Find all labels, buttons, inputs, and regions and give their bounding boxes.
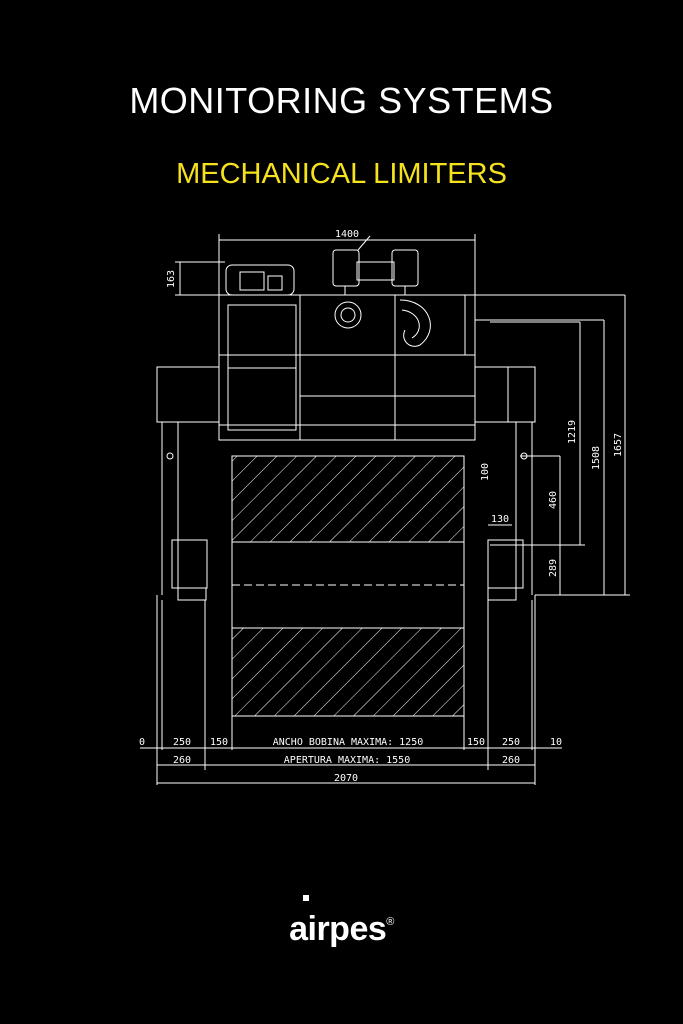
page-subtitle: MECHANICAL LIMITERS	[176, 158, 507, 190]
dim-row2-center: APERTURA MAXIMA: 1550	[284, 755, 410, 766]
brand-name: airpes	[289, 910, 387, 948]
dim-1508: 1508	[591, 446, 602, 470]
dim-row1-center: ANCHO BOBINA MAXIMA: 1250	[273, 737, 424, 748]
dim-1219: 1219	[567, 420, 578, 444]
dim-100: 100	[480, 463, 491, 481]
dim-row1-150-right: 150	[467, 737, 485, 748]
dim-1400: 1400	[335, 229, 359, 240]
logo-dot	[303, 895, 309, 901]
dim-460: 460	[548, 491, 559, 509]
dim-row2-260-right: 260	[502, 755, 520, 766]
dim-row2-260-left: 260	[173, 755, 191, 766]
page-title: MONITORING SYSTEMS	[129, 80, 554, 121]
dim-row1-250-right: 250	[502, 737, 520, 748]
dim-row1-0: 0	[139, 737, 145, 748]
dim-row1-10: 10	[550, 737, 562, 748]
coil-upper	[231, 455, 465, 543]
registered-mark: ®	[386, 916, 394, 928]
dim-1657: 1657	[613, 433, 624, 457]
dim-row1-150-left: 150	[210, 737, 228, 748]
dim-row3-total: 2070	[334, 773, 358, 784]
dim-163: 163	[166, 270, 177, 288]
dim-row1-250-left: 250	[173, 737, 191, 748]
dim-289: 289	[548, 559, 559, 577]
brand-logo: airpes®	[0, 910, 683, 949]
dim-130: 130	[491, 514, 509, 525]
coil-lower	[231, 627, 465, 717]
